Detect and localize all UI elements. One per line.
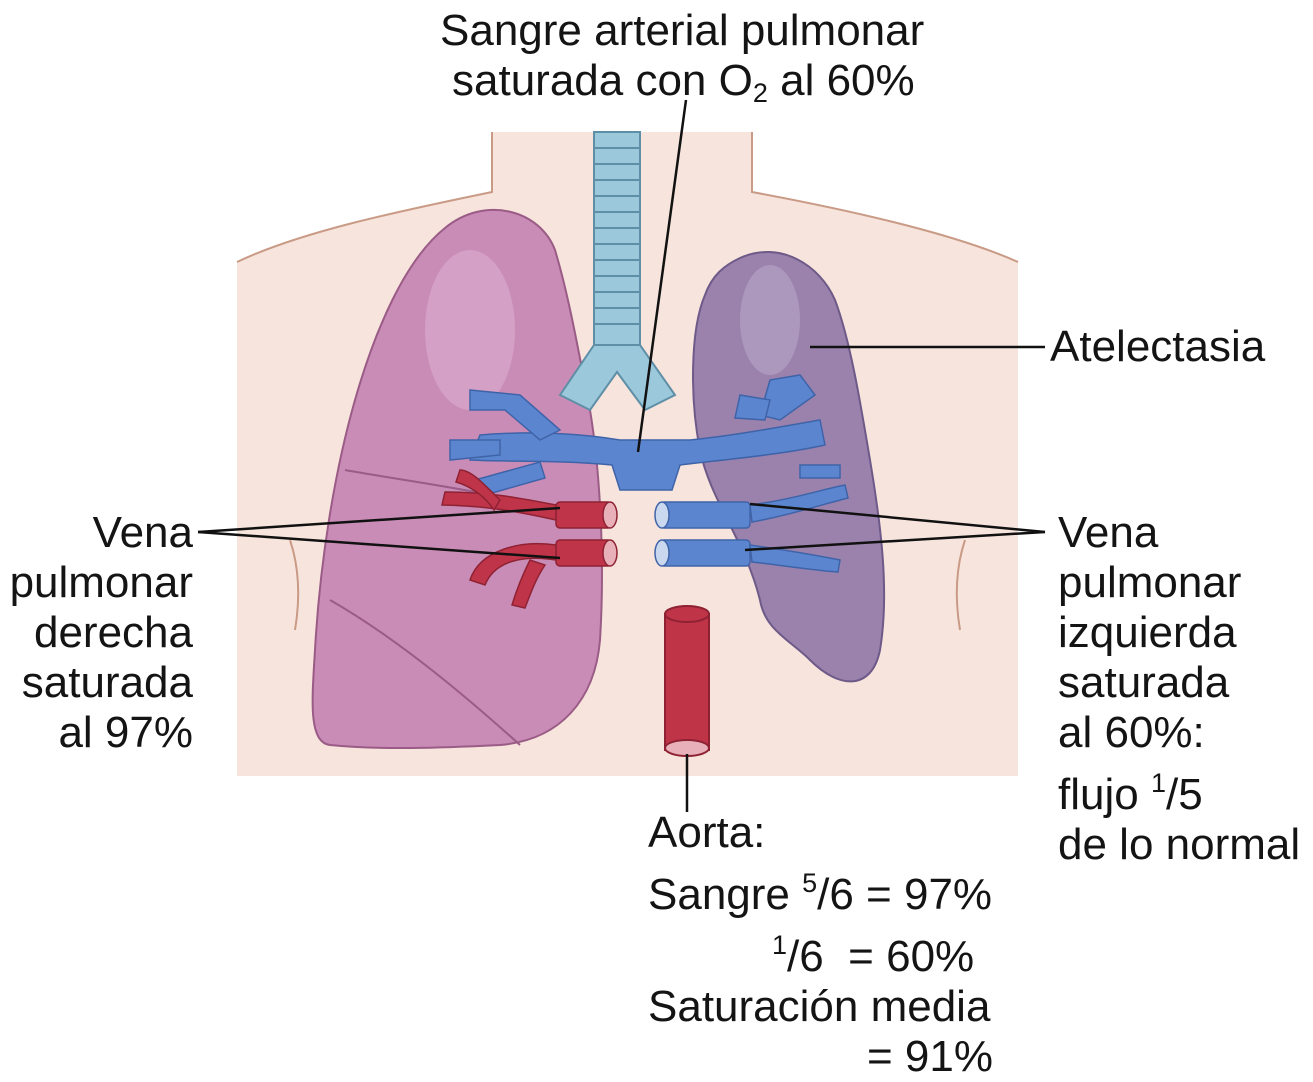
pulmonary-artery-label: Sangre arterial pulmonar saturada con O2… [440,6,924,118]
aorta-label: Aorta: Sangre 5/6 = 97% 1/6 = 60% Satura… [648,808,993,1082]
left-pulmonary-vein-label: Vena pulmonar izquierda saturada al 60%:… [1058,508,1300,870]
aorta-vessel [665,606,709,756]
pulmonary-artery-label-line1: Sangre arterial pulmonar [440,6,924,56]
atelectasis-label: Atelectasia [1050,322,1265,372]
pulmonary-artery-label-line2: saturada con O2 al 60% [440,56,924,118]
right-pulmonary-vein-label: Vena pulmonar derecha saturada al 97% [8,508,193,758]
